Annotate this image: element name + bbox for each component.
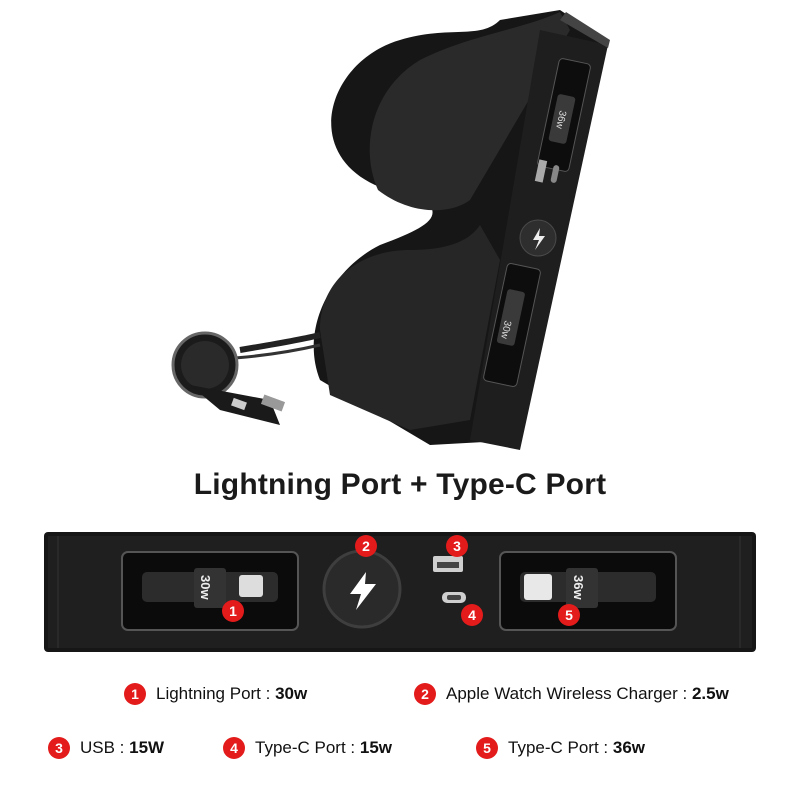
typec-port-small bbox=[550, 165, 560, 183]
lightning-cable-label: 30w bbox=[198, 575, 213, 600]
upper-port-label: 36w bbox=[553, 109, 568, 130]
legend-value: 15w bbox=[359, 738, 393, 757]
typec-cable-label: 36w bbox=[571, 575, 586, 600]
legend-badge: 3 bbox=[48, 737, 70, 759]
legend-item-5: 5 Type-C Port : 36w bbox=[476, 737, 645, 759]
marker-2: 2 bbox=[355, 535, 377, 557]
dock-front-edge bbox=[560, 12, 610, 48]
car-plug bbox=[171, 331, 286, 425]
legend-badge: 1 bbox=[124, 683, 146, 705]
legend-label: Type-C Port : bbox=[508, 738, 613, 757]
legend-item-3: 3 USB : 15W bbox=[48, 737, 164, 759]
legend-badge: 2 bbox=[414, 683, 436, 705]
marker-5: 5 bbox=[558, 604, 580, 626]
headline: Lightning Port + Type-C Port bbox=[193, 468, 607, 501]
legend-label: Lightning Port : bbox=[156, 684, 276, 703]
marker-3: 3 bbox=[446, 535, 468, 557]
usb-port-small bbox=[534, 159, 548, 183]
dock-upper-lobe bbox=[369, 12, 570, 211]
marker-1: 1 bbox=[222, 600, 244, 622]
legend-label: Type-C Port : bbox=[255, 738, 360, 757]
cable bbox=[239, 332, 321, 353]
front-panel-photo: 30w 36w bbox=[44, 532, 756, 652]
legend-value: 15W bbox=[129, 738, 165, 757]
legend-item-4: 4 Type-C Port : 15w bbox=[223, 737, 392, 759]
legend-value: 36w bbox=[612, 738, 646, 757]
legend-badge: 5 bbox=[476, 737, 498, 759]
marker-4: 4 bbox=[461, 604, 483, 626]
dock-lower-lobe bbox=[320, 225, 500, 430]
legend-value: 30w bbox=[275, 684, 308, 703]
legend-label: Apple Watch Wireless Charger : bbox=[446, 684, 692, 703]
lower-port-label: 30w bbox=[498, 319, 513, 340]
legend-label: USB : bbox=[80, 738, 130, 757]
charger-dock-photo: 36w 30w bbox=[171, 10, 610, 450]
legend-value: 2.5w bbox=[691, 684, 729, 703]
legend-item-1: 1 Lightning Port : 30w bbox=[124, 683, 307, 705]
legend-badge: 4 bbox=[223, 737, 245, 759]
legend-item-2: 2 Apple Watch Wireless Charger : 2.5w bbox=[414, 683, 729, 705]
